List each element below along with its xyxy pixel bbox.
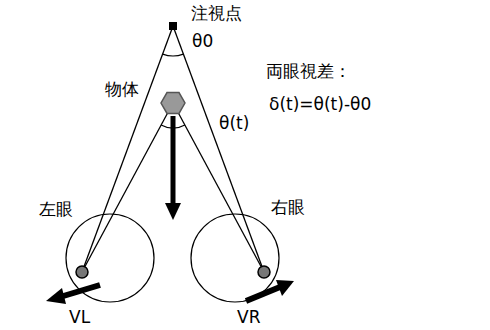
angle-arc (163, 54, 184, 56)
arrow-head (276, 280, 294, 296)
arrow-head (165, 203, 181, 220)
pupil (258, 266, 270, 278)
point-label: 注視点 (190, 4, 243, 24)
fixation-point (169, 22, 177, 30)
velocity-label: VR (236, 308, 261, 328)
right-eye (191, 214, 279, 302)
term-label: 両眼視差： (265, 62, 352, 82)
object-hexagon (161, 93, 185, 114)
sight-line (82, 103, 173, 272)
velocity-arrow (60, 285, 100, 297)
angle-symbol: θ(t) (218, 114, 250, 134)
arrow-head (46, 288, 66, 304)
eye-label: 左眼 (38, 200, 74, 220)
sight-line (82, 26, 173, 272)
object-label: 物体 (104, 80, 140, 100)
pupil (76, 266, 88, 278)
velocity-label: VL (68, 308, 91, 328)
angle-symbol: θ0 (191, 32, 214, 52)
motion-arrow (171, 116, 176, 205)
formula: δ(t)=θ(t)-θ0 (268, 95, 372, 115)
sight-line (173, 26, 264, 272)
eye-label: 右眼 (270, 198, 306, 218)
velocity-arrow (246, 287, 280, 301)
sight-line (173, 103, 264, 272)
